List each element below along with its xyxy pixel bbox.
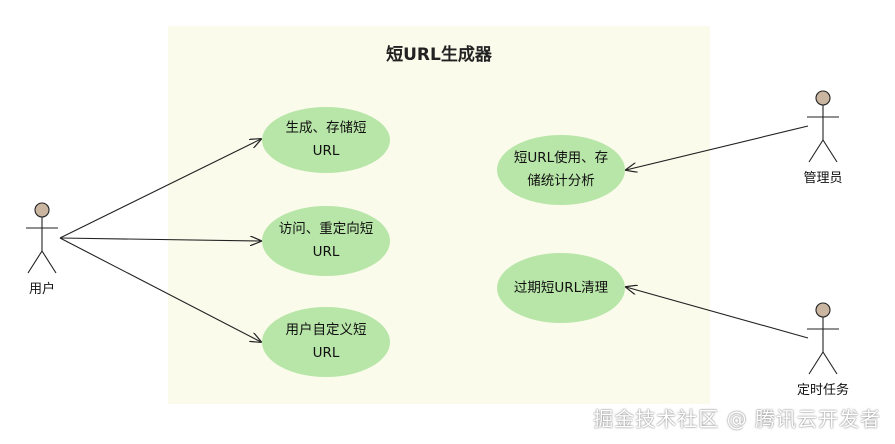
- usecase-access-redirect[interactable]: 访问、重定向短URL: [262, 206, 390, 276]
- usecase-custom-url[interactable]: 用户自定义短URL: [262, 307, 390, 377]
- actor-admin-label: 管理员: [803, 171, 843, 186]
- actor-scheduler-label: 定时任务: [796, 383, 849, 398]
- usecase-label: 过期短URL清理: [513, 279, 609, 296]
- actor-user-label: 用户: [28, 282, 55, 297]
- association-scheduler-uc5: [626, 287, 809, 339]
- actor-user-icon: [26, 202, 58, 274]
- watermark: 掘金技术社区 @ 腾讯云开发者: [593, 407, 881, 431]
- usecase-label: 用户自定义短URL: [285, 322, 367, 361]
- usecase-stats-analysis[interactable]: 短URL使用、存储统计分析: [497, 135, 625, 205]
- actor-admin-icon: [807, 90, 839, 163]
- usecase-generate-store[interactable]: 生成、存储短URL: [262, 107, 390, 173]
- usecase-label: 短URL使用、存储统计分析: [513, 150, 609, 189]
- usecase-label: 访问、重定向短URL: [278, 221, 374, 260]
- association-admin-uc4: [626, 125, 809, 170]
- system-title: 短URL生成器: [386, 45, 492, 65]
- actor-scheduler-icon: [807, 302, 839, 375]
- association-user-uc3: [59, 237, 261, 342]
- association-user-uc2: [59, 238, 261, 241]
- association-user-uc1: [59, 139, 261, 239]
- usecase-label: 生成、存储短URL: [285, 120, 367, 159]
- usecase-expired-cleanup[interactable]: 过期短URL清理: [497, 253, 625, 323]
